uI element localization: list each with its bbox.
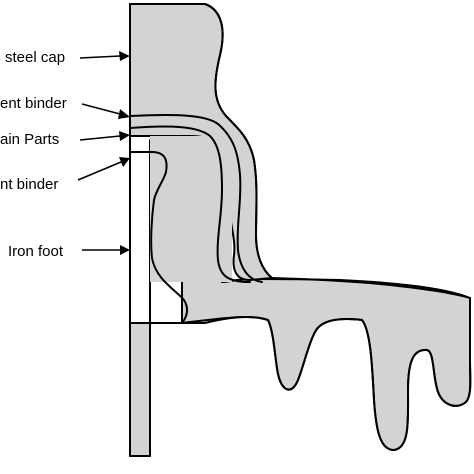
- arrow-iron-foot: [82, 245, 130, 255]
- arrow-cement-binder-lower: [77, 157, 130, 181]
- label-iron-foot: Iron foot: [8, 243, 64, 260]
- label-cement-binder-lower: nt binder: [0, 176, 58, 193]
- arrow-cement-binder-upper: [81, 103, 130, 119]
- arrow-steel-cap: [79, 51, 130, 61]
- porcelain-outline: [271, 277, 471, 299]
- label-cement-binder-upper: ent binder: [0, 95, 67, 112]
- porcelain-shed-outline: [181, 316, 472, 451]
- cement-binder-upper-line: [129, 113, 263, 283]
- label-steel-cap: steel cap: [5, 49, 65, 66]
- porcelain-upper-fill: [150, 136, 232, 282]
- iron-foot-rod: [129, 322, 151, 457]
- cement-binder-lower-line: [129, 151, 189, 324]
- steel-cap-outline: [129, 3, 273, 279]
- arrow-porcelain-parts: [79, 131, 130, 141]
- porcelain-parts-line: [129, 125, 251, 283]
- label-porcelain-parts: ain Parts: [0, 131, 59, 148]
